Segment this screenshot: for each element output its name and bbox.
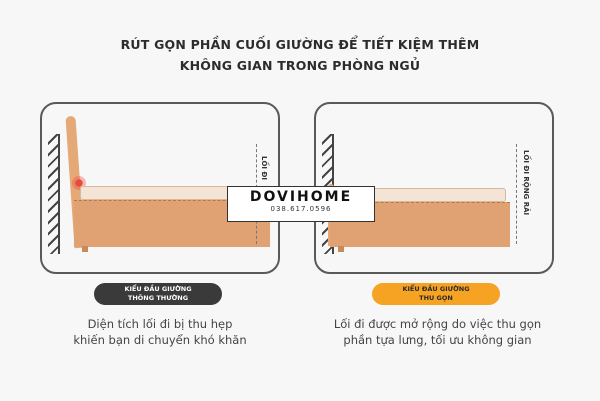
brand-name: DOVIHOME — [249, 189, 353, 205]
brand-phone: 038.617.0596 — [270, 205, 332, 213]
caption-line-1: Diện tích lối đi bị thu hẹp — [87, 317, 233, 331]
title-line-2: KHÔNG GIAN TRONG PHÒNG NGỦ — [179, 58, 421, 73]
caption-line-1: Lối đi được mở rộng do việc thu gọn — [333, 317, 542, 331]
aisle-marker-line — [516, 144, 518, 244]
compact-caption: Lối đi được mở rộng do việc thu gọn phần… — [305, 316, 570, 348]
aisle-label-wide: LỐI ĐI RỘNG RÃI — [522, 150, 530, 216]
bed-leg — [338, 246, 344, 252]
badge-line-2: THU GỌN — [419, 294, 453, 302]
badge-line-1: KIỂU ĐẦU GIƯỜNG — [402, 285, 470, 293]
page-title: RÚT GỌN PHẦN CUỐI GIƯỜNG ĐỂ TIẾT KIỆM TH… — [0, 34, 600, 76]
brand-logo: DOVIHOME 038.617.0596 — [227, 186, 375, 222]
title-line-1: RÚT GỌN PHẦN CUỐI GIƯỜNG ĐỂ TIẾT KIỆM TH… — [120, 37, 480, 52]
standard-headboard-badge: KIỂU ĐẦU GIƯỜNG THÔNG THƯỜNG — [94, 283, 222, 305]
compact-headboard-badge: KIỂU ĐẦU GIƯỜNG THU GỌN — [372, 283, 500, 305]
badge-line-1: KIỂU ĐẦU GIƯỜNG — [124, 285, 192, 293]
standard-caption: Diện tích lối đi bị thu hẹp khiến bạn di… — [40, 316, 280, 348]
badge-line-2: THÔNG THƯỜNG — [127, 294, 189, 302]
wall-hatch — [48, 134, 60, 254]
caption-line-2: khiến bạn di chuyển khó khăn — [73, 333, 247, 347]
aisle-label-narrow: LỐI ĐI — [260, 156, 268, 180]
bed-leg — [82, 246, 88, 252]
caption-line-2: phần tựa lưng, tối ưu không gian — [343, 333, 532, 347]
